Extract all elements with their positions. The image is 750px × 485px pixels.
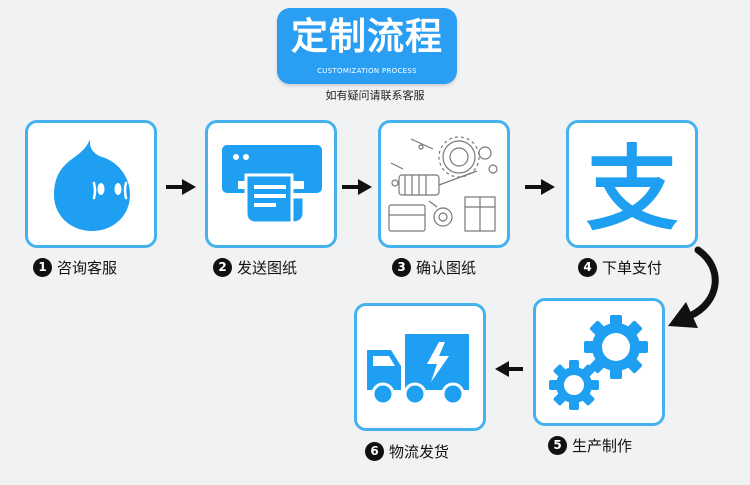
header-badge: 定制流程 CUSTOMIZATION PROCESS: [277, 8, 457, 84]
step-number-2: 2: [213, 257, 232, 277]
step-number-4: 4: [578, 257, 597, 277]
chat-mascot-icon: [54, 139, 130, 231]
page-title: 定制流程: [291, 15, 443, 58]
step-card-send-drawings: [205, 120, 337, 248]
step-label-consult: 1 咨询客服: [33, 255, 117, 279]
arrow-left-icon: [495, 361, 523, 377]
step-card-shipping: [354, 303, 486, 431]
step-text-production: 生产制作: [572, 436, 633, 455]
curved-arrow-down-icon: [668, 246, 719, 328]
delivery-truck-icon: [367, 334, 469, 406]
gears-icon: [549, 315, 648, 410]
step-card-pay: 支: [566, 120, 698, 248]
step-text-pay: 下单支付: [602, 258, 663, 277]
step-label-shipping: 6 物流发货: [365, 439, 449, 463]
step-number-1: 1: [33, 257, 52, 277]
step-number-3: 3: [392, 257, 411, 277]
step-number-5: 5: [548, 435, 567, 455]
alipay-glyph: 支: [586, 136, 678, 243]
step-text-send-drawings: 发送图纸: [237, 258, 298, 277]
printer-icon: [222, 145, 322, 225]
step-label-pay: 4 下单支付: [578, 255, 662, 279]
step-number-6: 6: [365, 441, 384, 461]
arrow-right-icon: [342, 179, 372, 195]
step-card-production: [533, 298, 665, 426]
step-text-shipping: 物流发货: [389, 442, 450, 461]
step-label-confirm-drawings: 3 确认图纸: [392, 255, 476, 279]
arrow-right-icon: [166, 179, 196, 195]
step-card-consult: [25, 120, 157, 248]
page-subtitle: CUSTOMIZATION PROCESS: [317, 67, 417, 75]
step-label-send-drawings: 2 发送图纸: [213, 255, 297, 279]
step-text-confirm-drawings: 确认图纸: [416, 258, 477, 277]
contact-note: 如有疑问请联系客服: [325, 89, 425, 102]
alipay-icon: 支: [586, 136, 678, 243]
arrow-right-icon: [525, 179, 555, 195]
step-card-confirm-drawings: [378, 120, 510, 248]
step-text-consult: 咨询客服: [57, 258, 118, 277]
blueprint-drawing-icon: [388, 136, 498, 232]
step-label-production: 5 生产制作: [548, 433, 632, 457]
